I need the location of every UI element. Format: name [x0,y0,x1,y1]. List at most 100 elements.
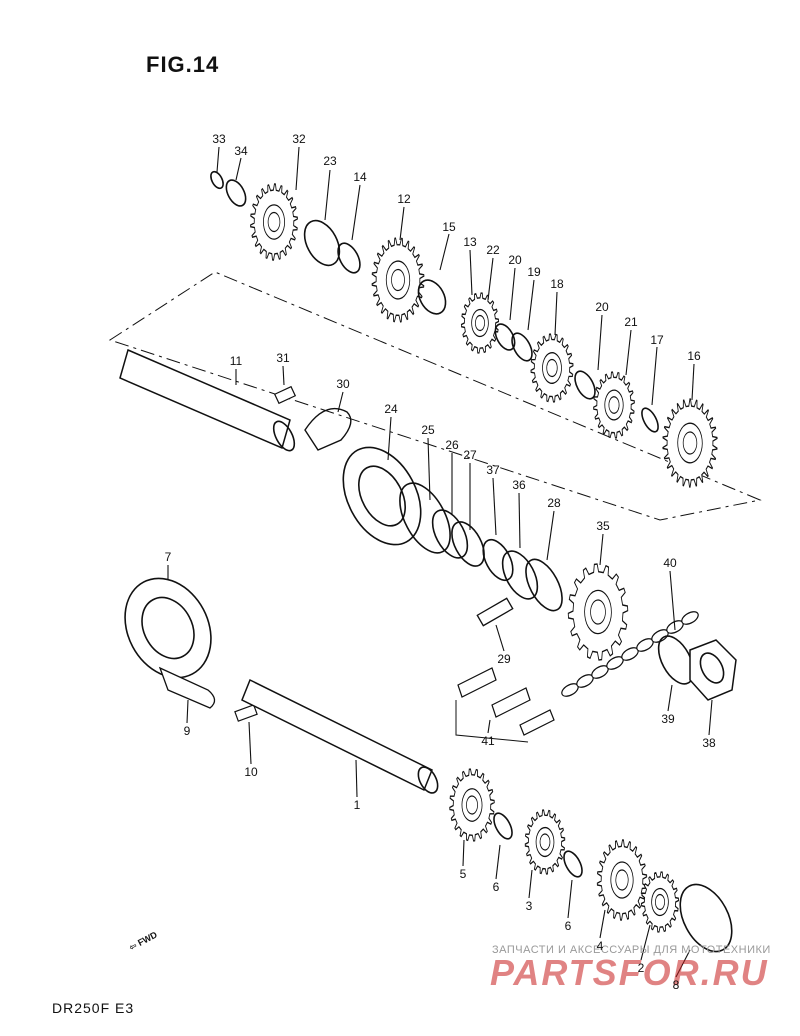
nut-38 [689,639,737,701]
part-label[interactable]: 24 [384,402,398,416]
leader-line [651,346,658,406]
countershaft [119,348,291,450]
part-label[interactable]: 10 [244,765,258,779]
part-label[interactable]: 11 [229,354,243,368]
part-label[interactable]: 25 [421,423,435,437]
leader-line [337,391,344,413]
sprocket-35 [567,563,629,661]
part-label[interactable]: 6 [564,919,572,933]
gear-22-teeth [460,292,500,354]
part-label[interactable]: 38 [702,736,716,750]
part-label[interactable]: 13 [463,235,477,249]
part-label[interactable]: 31 [276,351,290,365]
gear-22 [460,292,500,354]
gear-32-bore [267,211,281,233]
gear-4-teeth [596,839,648,921]
part-label[interactable]: 33 [212,132,226,146]
part-label[interactable]: 29 [497,652,511,666]
circlip-6b [563,850,583,878]
bearing-8 [679,883,733,953]
assembly-boundary [108,271,762,521]
part-label[interactable]: 41 [481,734,495,748]
part-label[interactable]: 34 [234,144,248,158]
leader-line [495,624,505,652]
part-label[interactable]: 12 [397,192,411,206]
part-label[interactable]: 32 [292,132,306,146]
part-label[interactable]: 5 [459,867,467,881]
gear-3-teeth [524,809,566,875]
part-label[interactable]: 23 [323,154,337,168]
gear-12-hub [385,260,411,300]
part-label[interactable]: 2 [637,961,645,975]
screw-31 [273,385,297,405]
part-label[interactable]: 14 [353,170,367,184]
part-label[interactable]: 18 [550,277,564,291]
part-label[interactable]: 36 [512,478,526,492]
part-label[interactable]: 20 [595,300,609,314]
bearing-7-inner [141,596,195,660]
gear-2-teeth [640,871,680,933]
leader-line [487,257,494,301]
part-label[interactable]: 3 [525,899,533,913]
part-label[interactable]: 27 [463,448,477,462]
part-label[interactable]: 9 [183,724,191,738]
oring-27 [451,521,485,567]
leader-line [675,949,691,978]
leader-line [509,267,516,321]
leader-line [546,510,555,561]
leader-line [351,184,361,241]
circlip-33 [210,170,224,190]
part-label[interactable]: 6 [492,880,500,894]
part-label[interactable]: 20 [508,253,522,267]
gear-16 [662,398,718,488]
part-label[interactable]: 21 [624,315,638,329]
gear-21-teeth [593,371,635,439]
bearing-7 [124,577,212,679]
part-label[interactable]: 16 [687,349,701,363]
part-label[interactable]: 28 [547,496,561,510]
gear-18-bore [546,358,558,378]
leader-line [295,146,300,191]
part-label[interactable]: 1 [353,798,361,812]
gear-18-teeth [530,333,574,403]
gear-5-hub [461,788,483,822]
leader-line [599,909,606,939]
leader-line [492,477,497,536]
part-label[interactable]: 26 [445,438,459,452]
washer-28 [525,558,563,612]
leader-line [248,721,252,765]
leader-line [691,363,695,401]
part-label[interactable]: 37 [486,463,500,477]
driveshaft-1 [241,678,433,792]
gear-21 [593,371,635,439]
gear-21-hub [604,389,624,421]
part-label[interactable]: 4 [596,939,604,953]
washer-39 [657,635,695,685]
gear-12 [371,237,425,323]
leader-line [669,570,676,631]
leader-line [427,437,431,501]
part-label[interactable]: 17 [650,333,664,347]
part-label[interactable]: 40 [663,556,677,570]
part-label[interactable]: 39 [661,712,675,726]
leader-line [708,699,713,736]
sprocket-35-bore [590,599,606,625]
gear-12-bore [391,268,405,292]
oil-seal-25 [399,482,451,554]
gear-16-hub [677,422,703,464]
part-label[interactable]: 19 [527,265,541,279]
part-label[interactable]: 8 [672,978,680,992]
screw-10 [234,704,258,722]
gear-5-bore [466,795,478,815]
part-label[interactable]: 35 [596,519,610,533]
leader-line [186,699,189,724]
joint-pin [457,667,497,698]
part-label[interactable]: 22 [486,243,500,257]
part-label[interactable]: 7 [164,550,172,564]
part-label[interactable]: 30 [336,377,350,391]
gear-12-teeth [371,237,425,323]
gear-16-teeth [662,398,718,488]
part-label[interactable]: 15 [442,220,456,234]
bearing-24-inner [358,465,406,527]
